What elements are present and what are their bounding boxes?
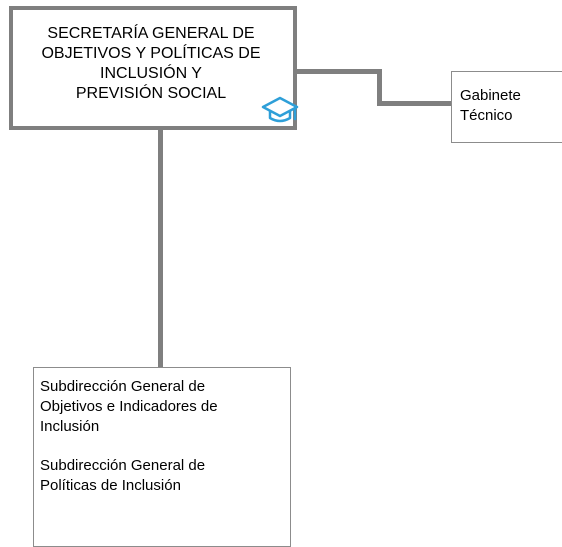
sub-unit-line: Objetivos e Indicadores de	[40, 398, 218, 415]
main-unit-title: SECRETARÍA GENERAL DE OBJETIVOS Y POLÍTI…	[13, 24, 289, 104]
sub-units-box: Subdirección General de Objetivos e Indi…	[33, 367, 291, 547]
side-unit-title: Gabinete Técnico	[460, 86, 521, 126]
side-unit-title-line: Gabinete	[460, 87, 521, 104]
main-unit-box: SECRETARÍA GENERAL DE OBJETIVOS Y POLÍTI…	[9, 6, 299, 130]
graduation-cap-icon	[261, 96, 299, 123]
main-unit-title-line: INCLUSIÓN Y	[100, 65, 202, 82]
sub-unit-line: Inclusión	[40, 418, 100, 435]
main-unit-title-line: OBJETIVOS Y POLÍTICAS DE	[41, 45, 261, 62]
connector-main-to-side-vertical	[377, 69, 382, 105]
side-unit-title-line: Técnico	[460, 107, 513, 124]
sub-unit-objetivos: Subdirección General de Objetivos e Indi…	[40, 377, 218, 437]
sub-unit-line: Políticas de Inclusión	[40, 477, 181, 494]
main-unit-title-line: SECRETARÍA GENERAL DE	[47, 25, 255, 42]
connector-main-to-side-horizontal-2	[377, 101, 451, 106]
sub-unit-politicas: Subdirección General de Políticas de Inc…	[40, 456, 205, 496]
connector-main-to-sub	[158, 130, 163, 367]
main-unit-title-line: PREVISIÓN SOCIAL	[75, 85, 227, 102]
connector-main-to-side-horizontal-1	[297, 69, 379, 74]
sub-unit-line: Subdirección General de	[40, 378, 206, 395]
side-unit-box: Gabinete Técnico	[451, 71, 562, 143]
sub-unit-line: Subdirección General de	[40, 457, 206, 474]
